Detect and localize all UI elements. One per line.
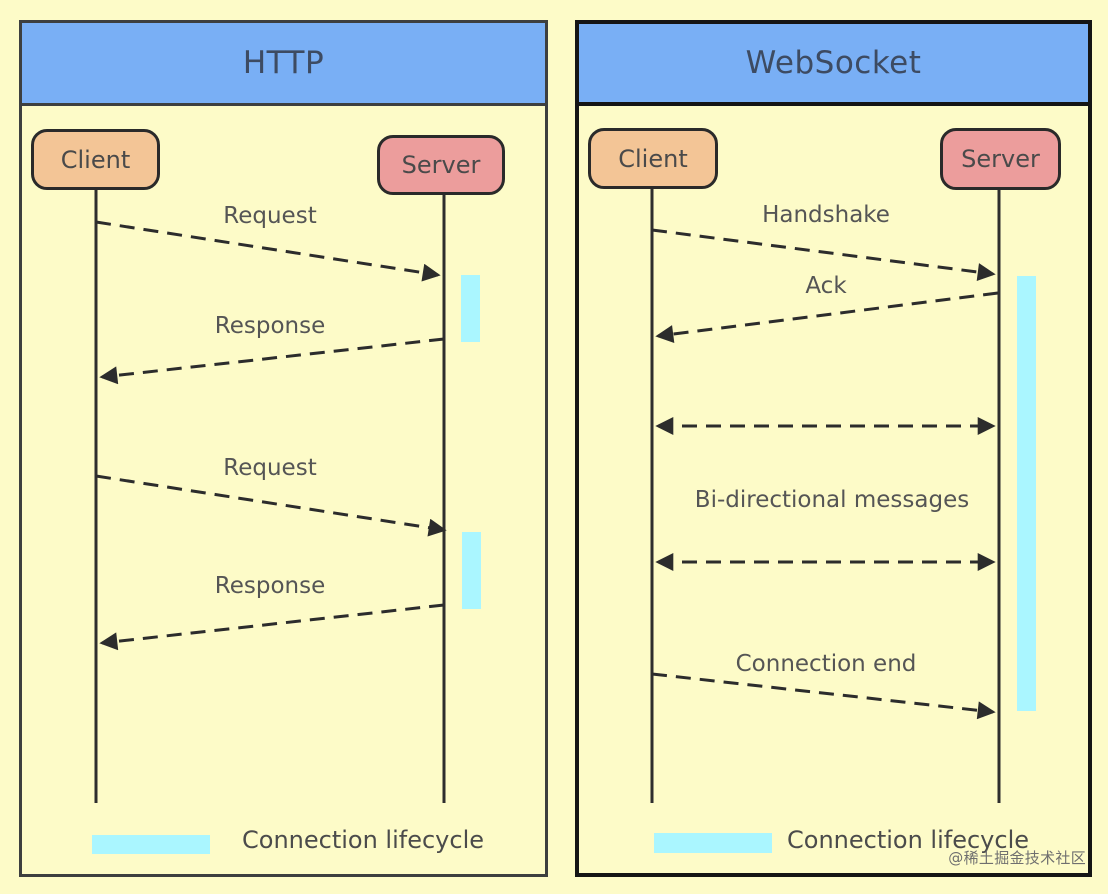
http-connection-lifecycle-bar [462,532,481,609]
websocket-connection-lifecycle-bar [1017,276,1036,711]
websocket-bidirectional-label: Bi-directional messages [694,487,970,513]
websocket-ack-arrow [655,291,999,344]
http-legend-label: Connection lifecycle [242,826,485,854]
websocket-handshake-arrow [651,228,996,281]
http-legend-swatch [92,835,210,854]
http-response-arrow [99,603,445,651]
websocket-connection-end-arrow [651,672,996,720]
websocket-client-box: Client [588,128,718,189]
watermark: @稀土掘金技术社区 [948,849,1086,867]
http-request-arrow [95,474,447,537]
http-response-arrow [99,337,445,385]
http-client-box: Client [31,129,160,190]
http-response-label: Response [214,573,326,599]
websocket-handshake-label: Handshake [762,202,890,228]
websocket-panel-title: WebSocket [579,24,1088,106]
http-request-label: Request [223,455,317,481]
websocket-legend-swatch [654,833,772,853]
http-server-box: Server [377,135,505,195]
http-panel-title: HTTP [22,23,545,106]
websocket-legend-label: Connection lifecycle [787,826,1030,854]
http-request-arrow [95,220,441,282]
http-response-label: Response [214,313,326,339]
websocket-ack-label: Ack [805,273,847,299]
http-connection-lifecycle-bar [461,275,480,342]
websocket-connection-end-label: Connection end [735,651,917,677]
websocket-server-box: Server [940,128,1061,190]
http-request-label: Request [223,203,317,229]
